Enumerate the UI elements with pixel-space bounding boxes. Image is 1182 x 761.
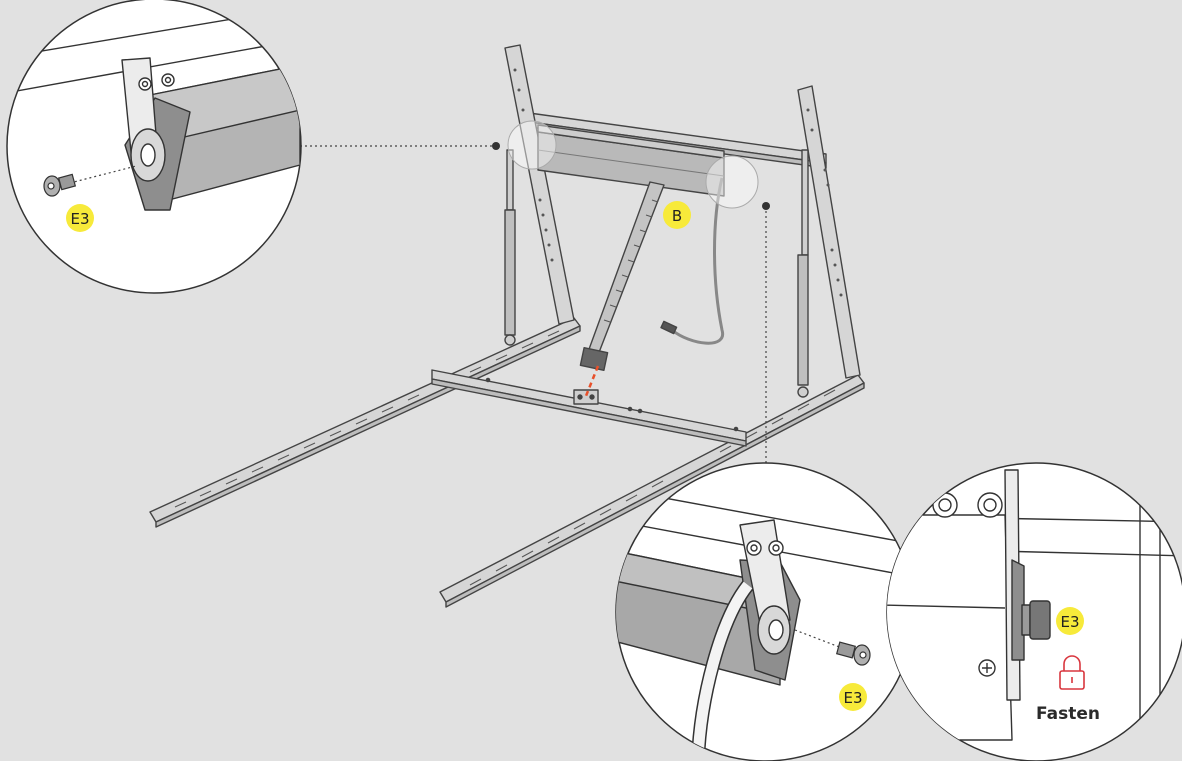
rod-callout: B bbox=[663, 201, 691, 229]
detail-zoom-left: E3 bbox=[6, 0, 302, 294]
lock-icon bbox=[1059, 655, 1085, 690]
left-gas-spring bbox=[504, 149, 516, 346]
detail-marker-right bbox=[705, 155, 759, 209]
detail-zoom-fasten: E3 Fasten bbox=[886, 462, 1182, 761]
motor-cable bbox=[671, 177, 725, 345]
fasten-label: Fasten bbox=[1036, 704, 1100, 724]
rod-mount-bracket bbox=[573, 389, 599, 405]
right-floor-rail bbox=[439, 374, 865, 608]
leader-lines bbox=[300, 145, 767, 470]
screw-callout-right: E3 bbox=[839, 683, 867, 711]
screw-label-left: E3 bbox=[70, 210, 89, 228]
rod-label: B bbox=[672, 207, 682, 225]
screw-callout-fasten: E3 bbox=[1056, 607, 1084, 635]
cross-bar bbox=[431, 369, 747, 447]
right-upright bbox=[797, 85, 861, 379]
leader-dot-left bbox=[492, 142, 500, 150]
right-gas-spring bbox=[797, 149, 809, 398]
screw-label-right: E3 bbox=[843, 689, 862, 707]
detail-zoom-right: E3 bbox=[615, 462, 915, 761]
detail-marker-left bbox=[507, 120, 557, 170]
main-frame bbox=[149, 44, 865, 608]
left-upright bbox=[504, 44, 575, 325]
actuator-rod bbox=[579, 181, 665, 371]
shoulder-screw-icon bbox=[43, 173, 77, 197]
motor-housing bbox=[537, 124, 725, 197]
screw-callout-left: E3 bbox=[66, 204, 94, 232]
leader-dot-right bbox=[762, 202, 770, 210]
shoulder-screw-icon bbox=[835, 641, 871, 666]
screw-label-fasten: E3 bbox=[1060, 613, 1079, 631]
cable-connector bbox=[660, 320, 678, 335]
left-floor-rail bbox=[149, 317, 581, 528]
